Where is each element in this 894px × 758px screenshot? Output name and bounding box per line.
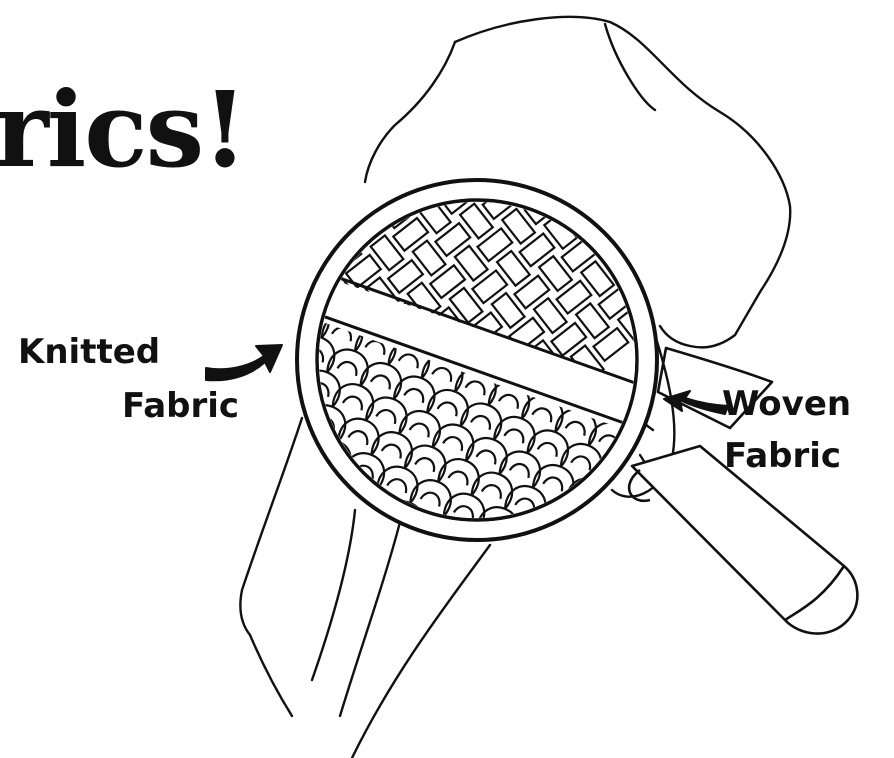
page-title: rics!: [0, 78, 246, 182]
woven-label-line-2: Fabric: [724, 438, 841, 475]
knitted-label-line-2: Fabric: [122, 388, 239, 425]
woven-label-line-1: Woven: [722, 386, 851, 423]
knitted-label-line-1: Knitted: [18, 334, 160, 371]
arrow-right-icon: [206, 345, 282, 380]
